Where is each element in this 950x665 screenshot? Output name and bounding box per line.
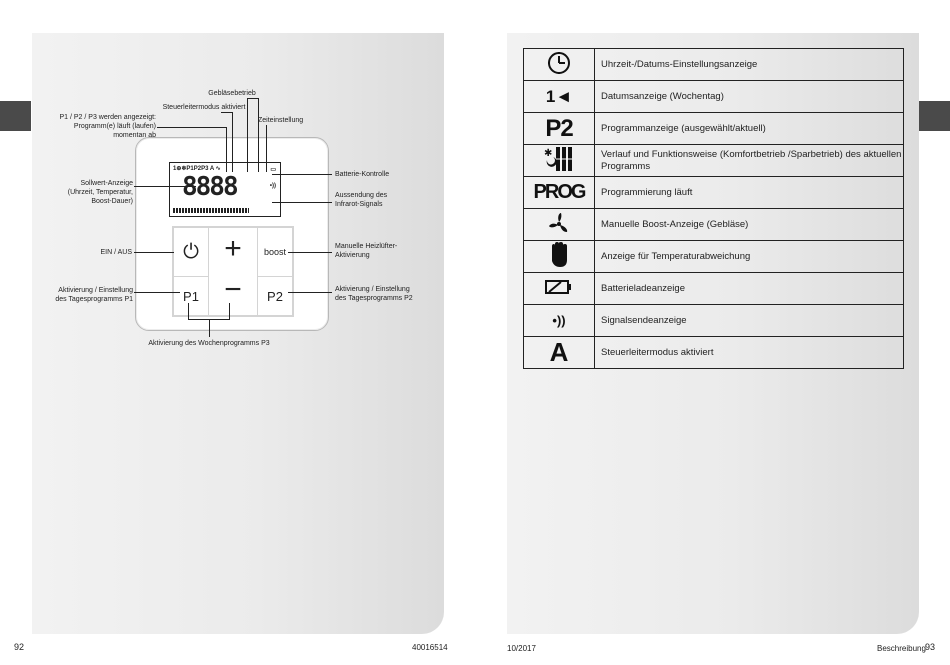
table-icon-cell [523, 240, 595, 273]
label-zeiteinstellung: Zeiteinstellung [258, 117, 304, 124]
label-p1-aktivierung: Aktivierung / Einstellung des Tagesprogr… [55, 287, 133, 303]
weekday-icon: 1◄ [545, 86, 573, 106]
leader-line [272, 174, 332, 175]
battery-icon [545, 280, 571, 294]
table-desc-cell: Signalsendeanzeige [594, 304, 904, 337]
left-page-panel [32, 33, 444, 634]
lcd-digits: 8888 [182, 172, 239, 202]
table-icon-cell [523, 48, 595, 81]
lcd-display: 1⊕❄P1P2P3 A ∿ 8888 ▭ •)) [169, 162, 281, 217]
leader-line [188, 303, 189, 319]
leader-line [221, 112, 233, 113]
label-geblaesebetrieb: Gebläsebetrieb [208, 90, 256, 97]
label-heizluefter: Manuelle Heizlüfter- Aktivierung [335, 243, 398, 259]
plus-minus-rocker: + − [208, 227, 258, 316]
table-desc-cell: Programmierung läuft [594, 176, 904, 209]
hand-icon [552, 242, 567, 267]
leader-line [134, 186, 196, 187]
leader-line [157, 127, 226, 128]
table-desc-cell: Uhrzeit-/Datums-Einstellungsanzeige [594, 48, 904, 81]
table-desc-cell: Manuelle Boost-Anzeige (Gebläse) [594, 208, 904, 241]
section-name: Beschreibung [877, 644, 926, 653]
leader-line [266, 125, 267, 172]
clock-icon [548, 52, 570, 74]
label-sollwert-anzeige: Sollwert-Anzeige (Uhrzeit, Temperatur, B… [67, 180, 133, 205]
table-row: Batterieladeanzeige [523, 272, 904, 305]
table-row: P2 Programmanzeige (ausgewählt/aktuell) [523, 112, 904, 145]
table-icon-cell: 1◄ [523, 80, 595, 113]
leader-line [209, 319, 210, 337]
leader-line [229, 303, 230, 319]
label-batterie-kontrolle: Batterie-Kontrolle [335, 171, 390, 178]
fan-icon [549, 213, 568, 232]
table-row: 1◄ Datumsanzeige (Wochentag) [523, 80, 904, 113]
minus-button[interactable]: − [224, 273, 242, 306]
label-infrarot: Aussendung des Infrarot-Signals [335, 192, 388, 208]
lcd-program-bar [173, 208, 249, 213]
table-icon-cell: PROG [523, 176, 595, 209]
table-row: ✱ Verlauf und Funktionsweise (Komfortbet… [523, 144, 904, 177]
power-icon: ⏻ [183, 240, 199, 263]
table-row: Anzeige für Temperaturabweichung [523, 240, 904, 273]
lcd-battery-icon: ▭ [270, 167, 276, 173]
leader-line [288, 292, 332, 293]
right-edge-tab [919, 101, 950, 131]
leader-line [272, 202, 332, 203]
comfort-eco-icon: ✱ [544, 147, 572, 171]
lcd-infrared-icon: •)) [269, 183, 276, 189]
table-icon-cell [523, 272, 595, 305]
p1-button[interactable]: P1 [173, 276, 209, 316]
table-icon-cell: ✱ [523, 144, 595, 177]
table-row: Manuelle Boost-Anzeige (Gebläse) [523, 208, 904, 241]
svg-text:✱: ✱ [544, 148, 552, 159]
leader-line [232, 112, 233, 172]
label-p3-wochenprogramm: Aktivierung des Wochenprogramms P3 [148, 340, 270, 347]
symbol-table: Uhrzeit-/Datums-Einstellungsanzeige 1◄ D… [523, 48, 904, 369]
table-desc-cell: Batterieladeanzeige [594, 272, 904, 305]
table-icon-cell [523, 208, 595, 241]
left-page-number: 92 [14, 642, 25, 652]
program-p2-icon: P2 [545, 114, 573, 142]
document-date: 10/2017 [507, 644, 536, 653]
leader-line [247, 98, 259, 99]
keypad: ⏻ + − boost P1 P2 [172, 226, 294, 317]
p2-button[interactable]: P2 [257, 276, 293, 316]
label-ein-aus: EIN / AUS [100, 249, 132, 256]
table-desc-cell: Programmanzeige (ausgewählt/aktuell) [594, 112, 904, 145]
thermostat-device: 1⊕❄P1P2P3 A ∿ 8888 ▭ •)) ⏻ + − boost P1 … [135, 137, 329, 331]
document-id: 40016514 [412, 643, 448, 652]
left-edge-tab [0, 101, 31, 131]
table-desc-cell: Verlauf und Funktionsweise (Komfortbetri… [594, 144, 904, 177]
table-icon-cell: P2 [523, 112, 595, 145]
label-steuerleitermodus: Steuerleitermodus aktiviert [162, 104, 246, 111]
plus-button[interactable]: + [224, 232, 242, 265]
table-desc-cell: Datumsanzeige (Wochentag) [594, 80, 904, 113]
signal-icon: •)) [552, 313, 566, 328]
letter-a-icon: A [549, 337, 569, 367]
leader-line [247, 98, 248, 172]
leader-line [134, 292, 180, 293]
table-icon-cell: •)) [523, 304, 595, 337]
right-page-number: 93 [925, 642, 936, 652]
table-row: PROG Programmierung läuft [523, 176, 904, 209]
leader-line [258, 98, 259, 172]
label-p2-aktivierung: Aktivierung / Einstellung des Tagesprogr… [335, 286, 413, 302]
lcd-status-icons: 1⊕❄P1P2P3 A ∿ [173, 166, 221, 172]
table-row: •)) Signalsendeanzeige [523, 304, 904, 337]
leader-line [226, 127, 227, 172]
table-icon-cell: A [523, 336, 595, 369]
power-button[interactable]: ⏻ [173, 227, 209, 277]
prog-icon: PROG [533, 181, 587, 203]
leader-line [288, 252, 332, 253]
table-row: A Steuerleitermodus aktiviert [523, 336, 904, 369]
label-program-running: P1 / P2 / P3 werden angezeigt: Programm(… [59, 114, 156, 139]
table-row: Uhrzeit-/Datums-Einstellungsanzeige [523, 48, 904, 81]
table-desc-cell: Anzeige für Temperaturabweichung [594, 240, 904, 273]
leader-line [134, 252, 174, 253]
table-desc-cell: Steuerleitermodus aktiviert [594, 336, 904, 369]
